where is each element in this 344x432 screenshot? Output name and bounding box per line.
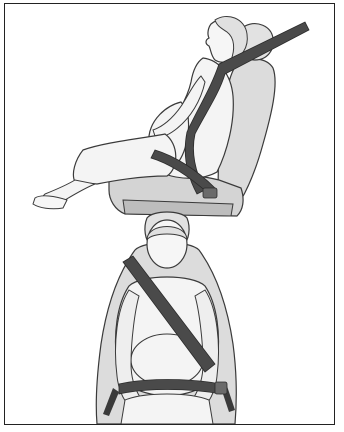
side-view-panel: [33, 16, 309, 216]
illustration-frame: [4, 3, 335, 425]
front-buckle: [215, 382, 227, 394]
seatbelt-buckle: [203, 188, 217, 198]
front-view-panel: [96, 212, 236, 424]
seatbelt-pregnancy-illustration: [5, 4, 335, 425]
front-lap: [121, 394, 213, 424]
